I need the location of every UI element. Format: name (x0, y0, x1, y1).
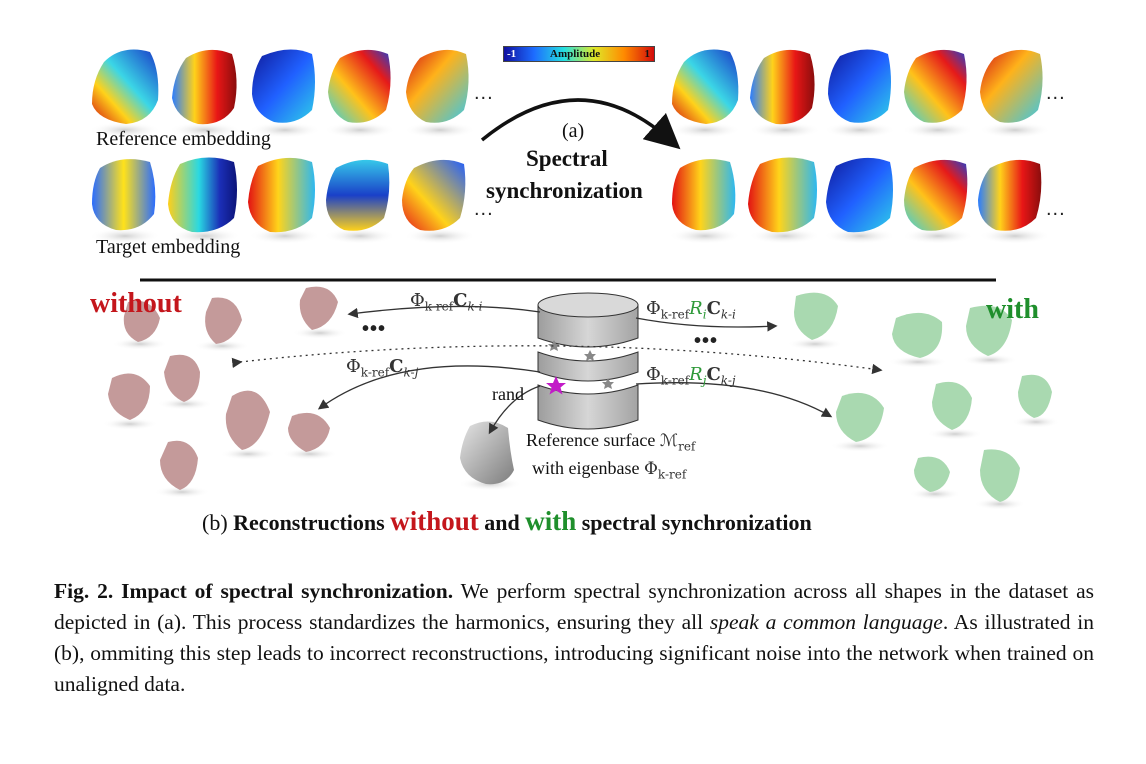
tgt-shape-1 (92, 159, 156, 231)
without-label: without (90, 288, 182, 319)
green-shape-3 (966, 305, 1012, 356)
panel-b-caption-without: without (390, 506, 479, 536)
ellipsis-2: ... (474, 198, 494, 220)
tgt-shape-5 (402, 159, 466, 231)
colorbar-min: -1 (507, 48, 517, 60)
without-reconstructions (102, 286, 348, 498)
ellipsis-with: ••• (694, 330, 719, 352)
green-shape-8 (980, 449, 1020, 502)
green-shape-6 (1018, 374, 1052, 418)
phi-c-ki-label: Φk-refCk-i (410, 290, 483, 314)
green-shape-7 (914, 456, 950, 492)
with-reconstructions (787, 292, 1060, 510)
red-shape-1 (123, 300, 160, 342)
green-shape-5 (932, 381, 972, 430)
green-shape-2 (892, 312, 943, 358)
ref-surface-line1: Reference surface (526, 430, 656, 450)
dotted-link (231, 345, 883, 375)
panel-b-caption-part1: Reconstructions (233, 510, 385, 535)
colorbar-max: 1 (644, 48, 651, 60)
panel-b-caption-part2: spectral synchronization (581, 510, 812, 535)
arrow-with-j (635, 382, 833, 418)
database-icon (537, 292, 639, 430)
colorbar-label: Amplitude (550, 48, 601, 60)
phi-c-kj-label: Φk-refCk-j (346, 356, 419, 380)
with-label: with (986, 294, 1039, 325)
star-icon (546, 376, 566, 395)
tgt-shape-4 (326, 159, 390, 231)
target-embedding-label: Target embedding (96, 236, 241, 258)
panel-b-tag: (b) (202, 510, 228, 535)
rand-label: rand (492, 384, 524, 404)
spectral-title-line1: Spectral (526, 146, 608, 171)
ref-shape-2 (172, 49, 237, 125)
sync-ref-shape-4 (904, 49, 967, 123)
tgt-shape-2 (168, 157, 237, 233)
red-shape-4 (108, 373, 150, 420)
reference-embedding-label: Reference embedding (96, 128, 271, 150)
ref-shape-5 (406, 49, 469, 123)
caption-body-pre: We perform spectral synchronization acro… (54, 579, 1094, 634)
figure-graphics (89, 49, 1060, 510)
sync-arrow (480, 98, 681, 150)
phi-ref-symbol: Φk-ref (643, 459, 687, 482)
m-ref-symbol: ℳref (659, 431, 696, 454)
sync-tgt-shape-2 (748, 157, 817, 233)
arrow-rand (488, 385, 541, 435)
ref-shape-4 (328, 49, 391, 123)
reference-embedding-shapes (92, 49, 469, 125)
red-shape-5 (164, 354, 200, 402)
ellipsis-without: ••• (362, 318, 387, 340)
ref-surface-label: Reference surface ℳref (526, 430, 695, 453)
ellipsis-1: ... (474, 82, 494, 104)
eigenbase-label: with eigenbase Φk-ref (532, 458, 686, 481)
sync-tgt-shape-1 (672, 159, 736, 231)
sync-tgt-shape-5 (978, 159, 1042, 231)
red-shape-7 (288, 412, 330, 452)
figure-panel: -1 Amplitude 1 Reference embedding Targe… (89, 46, 1066, 537)
red-shape-8 (160, 440, 198, 490)
sync-ref-shape-5 (980, 49, 1043, 123)
panel-b-caption-with: with (525, 506, 577, 536)
ref-shape-3 (252, 49, 315, 123)
caption-body-italic: speak a common language (709, 610, 943, 634)
sync-ref-shape-1 (672, 49, 739, 124)
green-shape-4 (836, 392, 884, 442)
arrow-with-i (635, 317, 778, 332)
panel-b-caption-and: and (484, 510, 520, 535)
tgt-shape-3 (248, 157, 315, 233)
phi-r-c-kj-label: Φk-refRjCk-j (646, 364, 736, 388)
ref-shape-1 (92, 49, 159, 124)
panel-b-caption: (b) Reconstructions without and with spe… (202, 506, 812, 537)
amplitude-colorbar: -1 Amplitude 1 (503, 46, 655, 62)
synced-target-shapes (672, 157, 1042, 233)
sync-tgt-shape-3 (826, 157, 893, 233)
sync-ref-shape-2 (750, 49, 815, 125)
panel-a-tag: (a) (562, 120, 585, 142)
sync-ref-shape-3 (828, 49, 891, 123)
phi-r-c-ki-label: Φk-refRiCk-i (646, 298, 736, 322)
figure-caption: Fig. 2. Impact of spectral synchronizati… (54, 576, 1094, 700)
sync-tgt-shape-4 (904, 159, 968, 231)
ref-surface-line2: with eigenbase (532, 458, 640, 478)
arrow-without-i (347, 305, 541, 319)
reference-surface-shape (460, 421, 514, 485)
mapping-arrows (231, 305, 883, 435)
spectral-title-line2: synchronization (486, 178, 643, 203)
shape-shadows (89, 122, 1051, 244)
ellipsis-3: ... (1046, 82, 1066, 104)
synced-reference-shapes (672, 49, 1043, 125)
caption-head: Fig. 2. Impact of spectral synchronizati… (54, 579, 454, 603)
red-shape-2 (205, 297, 242, 344)
caption-body-post: . As illustrated in (b), ommiting this s… (54, 610, 1094, 696)
ellipsis-4: ... (1046, 198, 1066, 220)
red-shape-6 (225, 390, 270, 450)
red-shape-3 (299, 286, 338, 330)
target-embedding-shapes (92, 157, 466, 233)
green-shape-1 (794, 292, 838, 340)
